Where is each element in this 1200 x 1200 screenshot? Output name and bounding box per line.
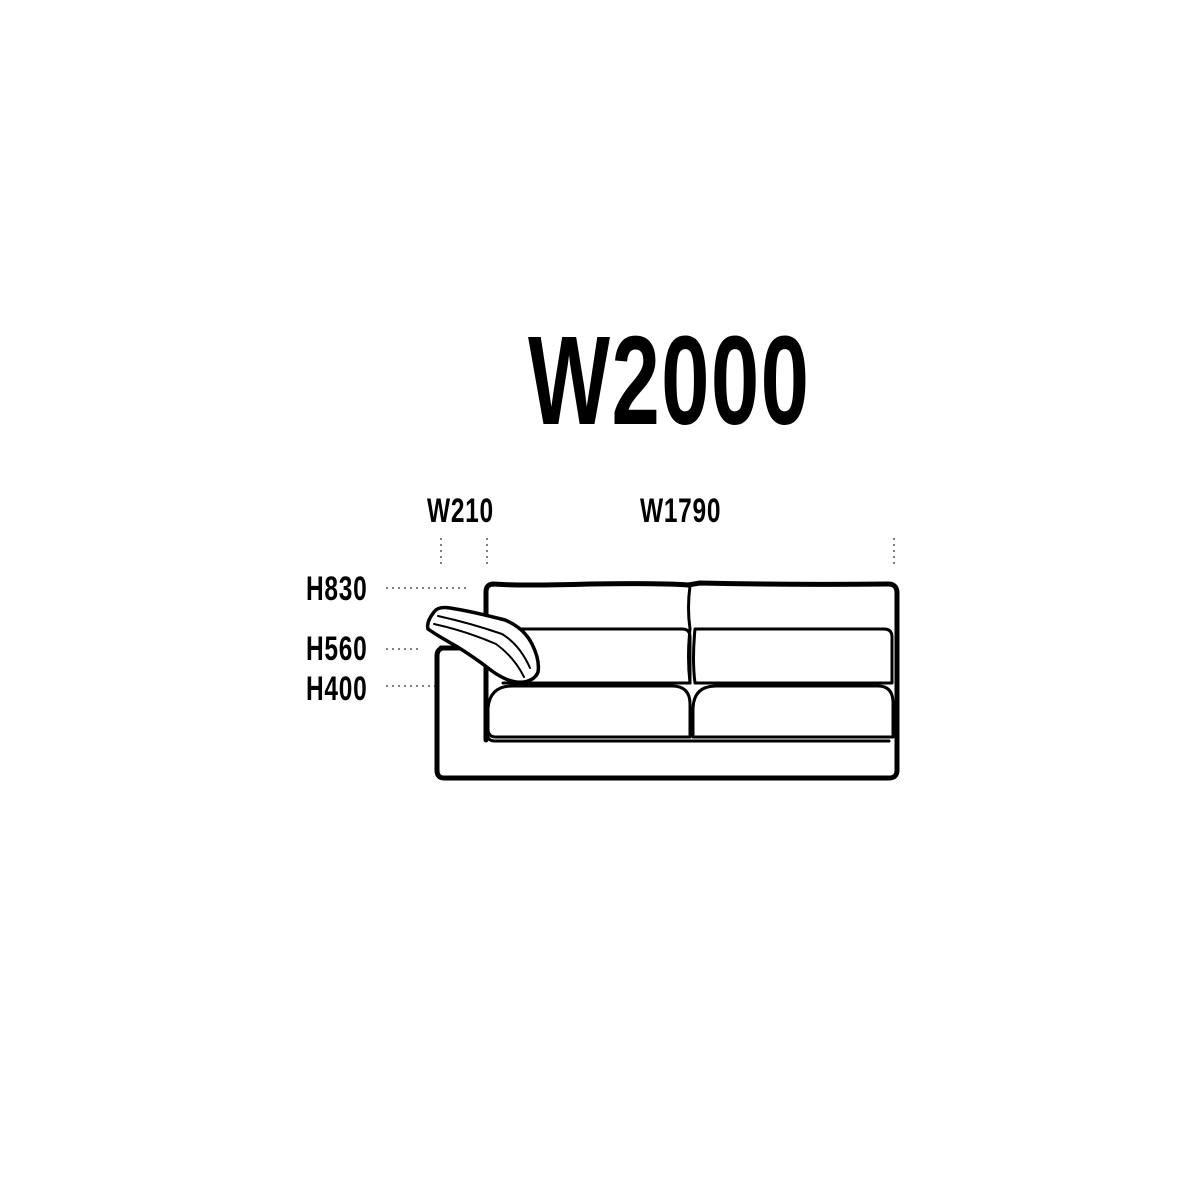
seat-width-label: W1790 [640,492,722,530]
back-cushion-top-divider [687,584,692,685]
arm-pillow-seam-1 [437,615,531,669]
sofa-outline [425,580,900,781]
arm-pillow-seam-2 [433,623,525,678]
back-height-label: H830 [306,570,368,608]
seat-cushion-left [486,684,692,739]
back-cushion-right [692,627,894,685]
arm-pillow [425,605,541,685]
arm-height-label: H560 [306,630,368,668]
seat-cushion-right [691,684,895,739]
arm-width-label: W210 [427,492,494,530]
seat-height-label: H400 [306,670,368,708]
